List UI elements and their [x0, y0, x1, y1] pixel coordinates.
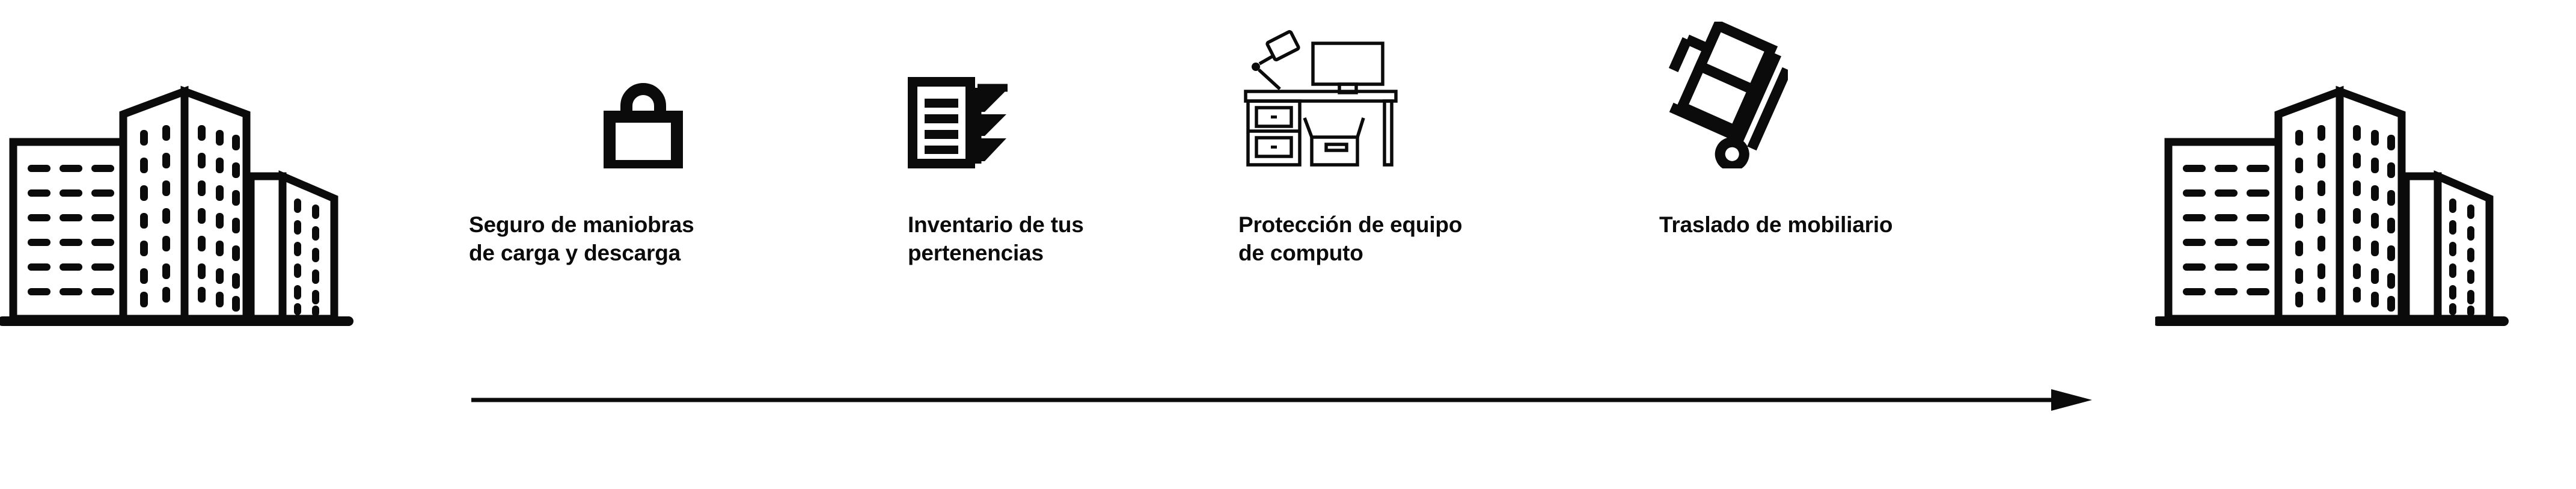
process-step-inventario-pertenencias: Inventario de tus pertenencias [908, 0, 1244, 313]
process-steps: Seguro de maniobras de carga y descarga [469, 0, 2104, 313]
timeline-arrow [469, 373, 2104, 427]
padlock-icon [602, 12, 684, 168]
process-step-seguro-maniobras: Seguro de maniobras de carga y descarga [469, 0, 806, 313]
process-step-label: Seguro de maniobras de carga y descarga [469, 212, 694, 266]
document-list-icon [908, 12, 1014, 168]
process-step-label: Protección de equipo de computo [1238, 212, 1463, 266]
process-step-proteccion-equipo-computo: Protección de equipo de computo [1238, 0, 1575, 313]
process-step-traslado-mobiliario: Traslado de mobiliario [1659, 0, 1996, 313]
city-buildings-icon-left [0, 18, 421, 403]
desk-computer-icon [1238, 12, 1401, 168]
city-buildings-icon-right [2155, 18, 2576, 403]
process-step-label: Traslado de mobiliario [1659, 212, 1893, 237]
process-step-label: Inventario de tus pertenencias [908, 212, 1084, 266]
hand-truck-icon [1659, 12, 1788, 168]
